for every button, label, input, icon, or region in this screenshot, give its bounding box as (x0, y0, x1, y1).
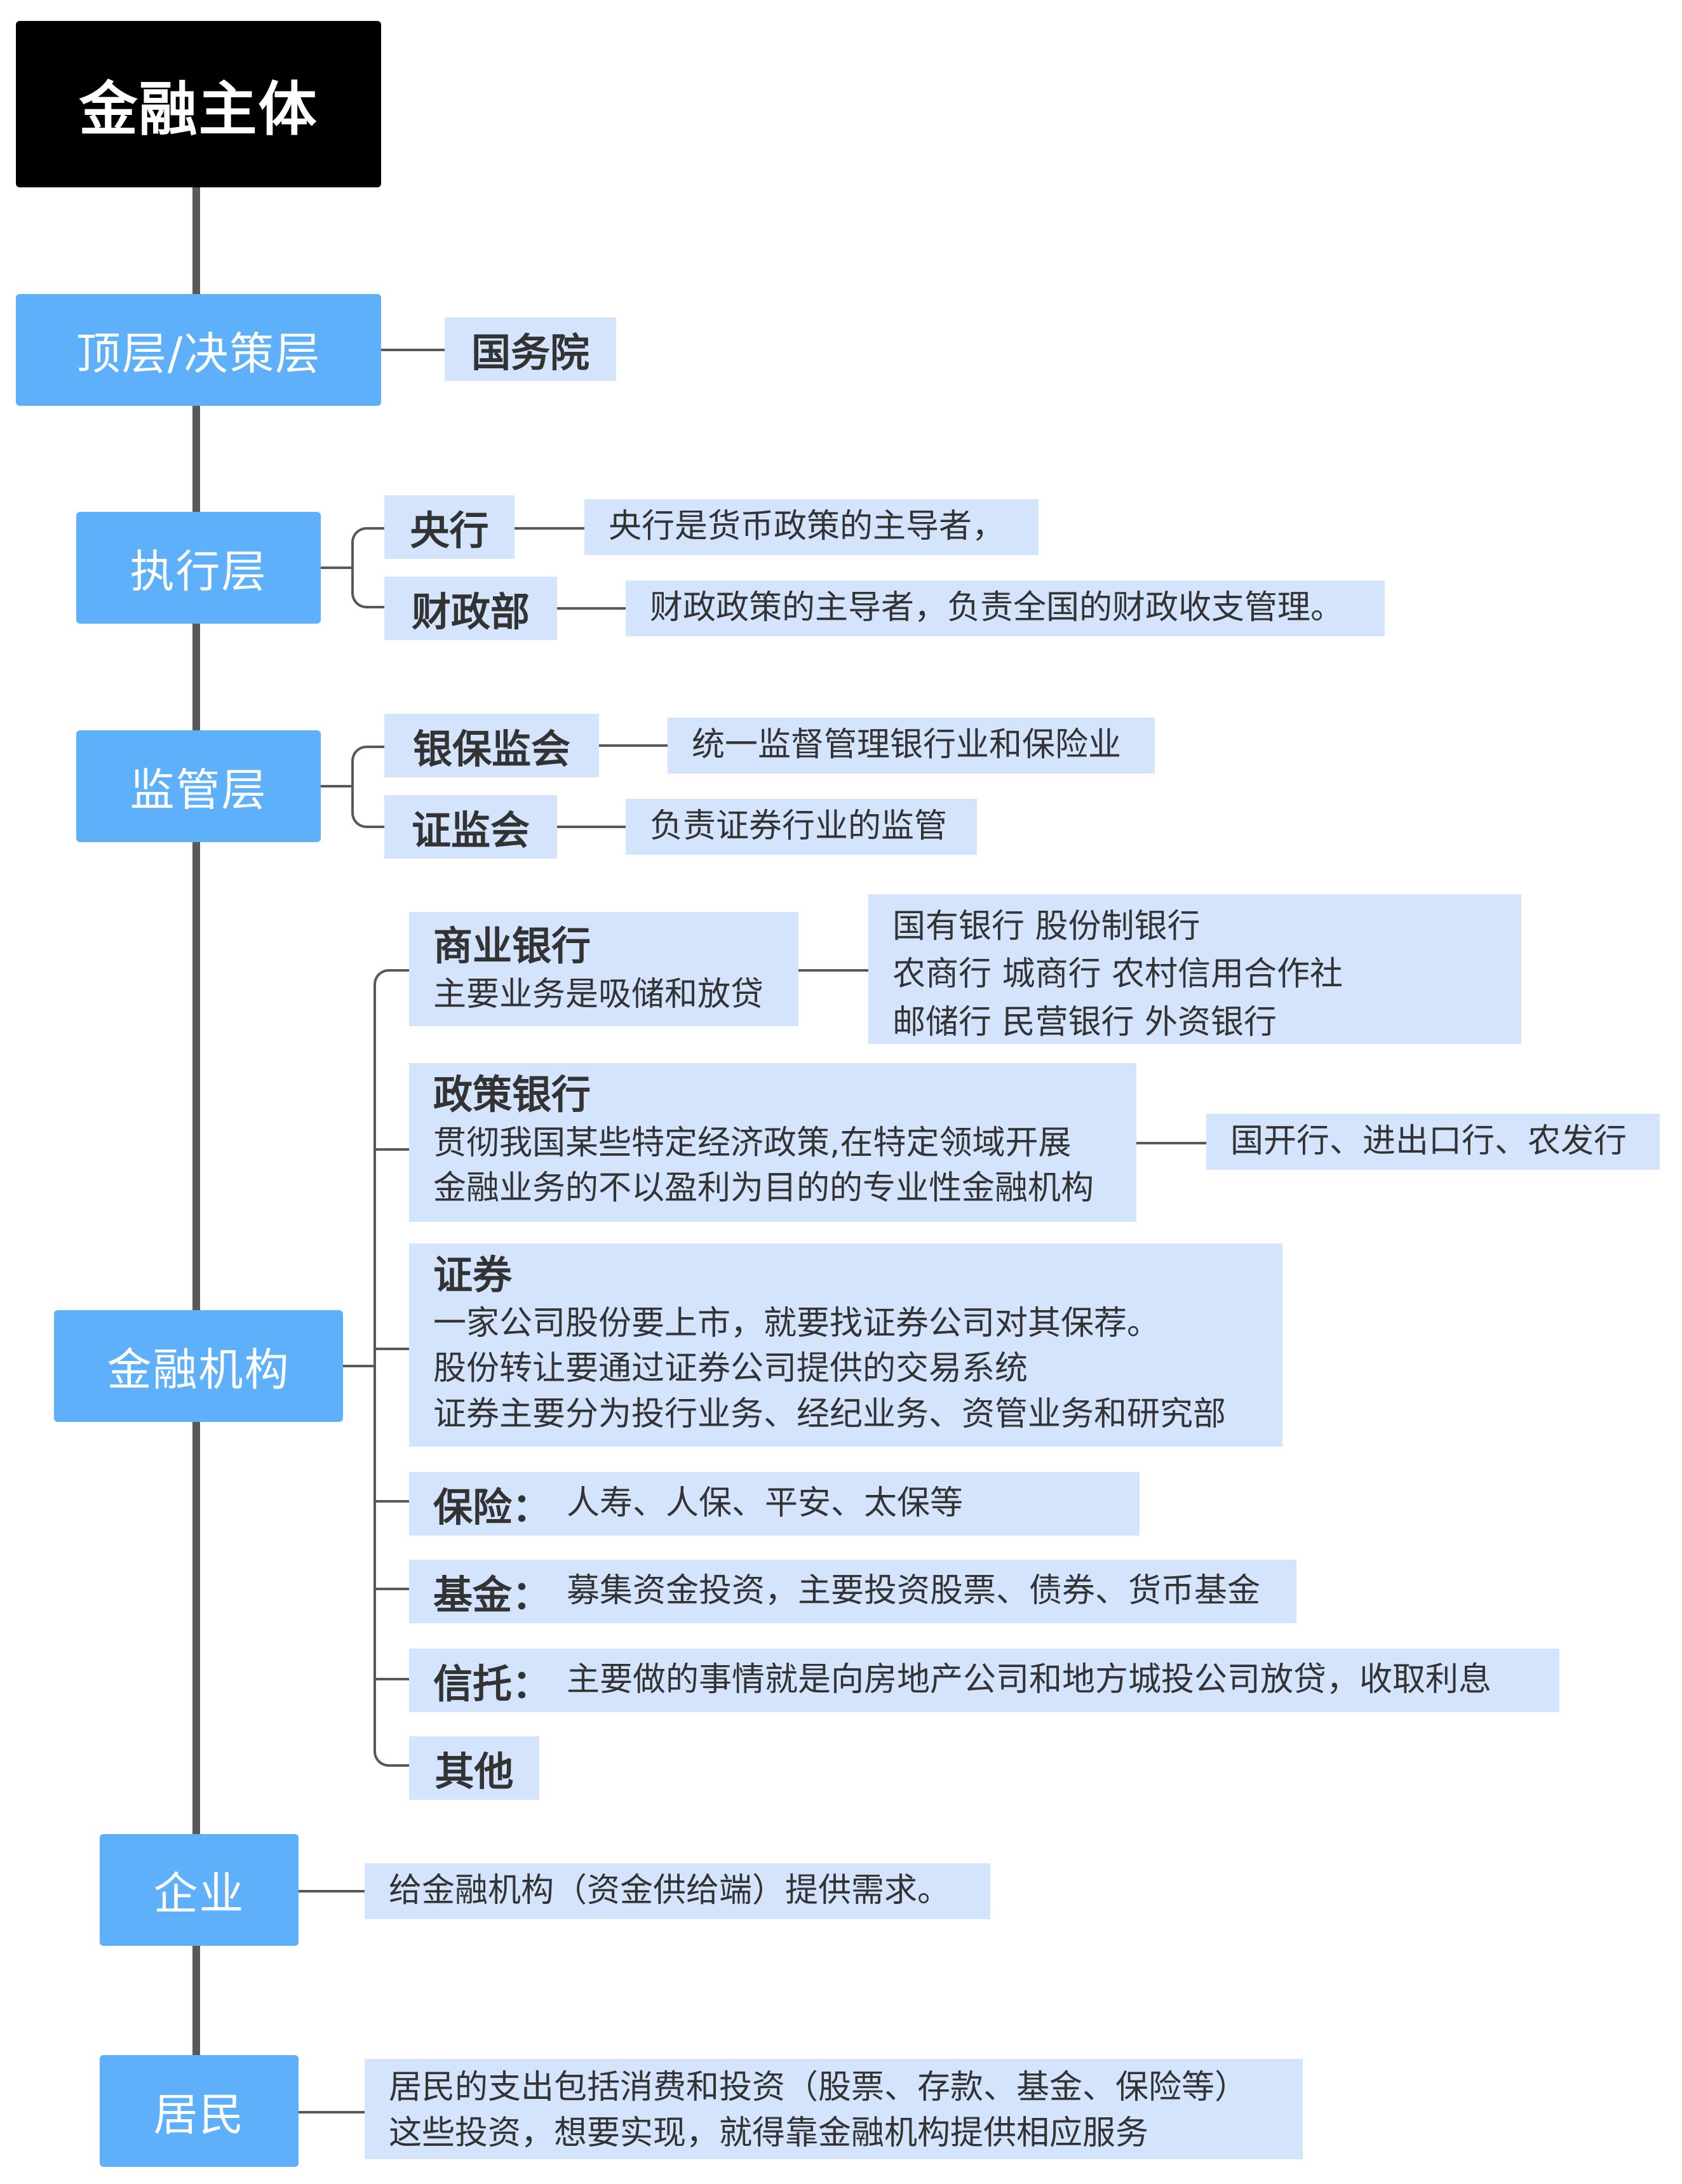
connector (343, 1365, 375, 1367)
exec-item-ministry-finance-desc: 财政政策的主导者，负责全国的财政收支管理。 (626, 580, 1385, 636)
bracket (373, 969, 410, 1767)
exec-item-central-bank-desc: 央行是货币政策的主导者， (584, 499, 1039, 555)
root-node: 金融主体 (16, 21, 381, 187)
inst-trust-title: 信托： (433, 1661, 552, 1707)
bracket-tick (373, 1148, 409, 1151)
level-residents: 居民 (100, 2055, 299, 2167)
inst-securities-title: 证券 (433, 1252, 513, 1298)
connector (299, 2111, 365, 2114)
connector (557, 826, 626, 828)
residents-desc-line: 这些投资，想要实现，就得靠金融机构提供相应服务 (389, 2114, 1149, 2152)
inst-insurance-title: 保险： (433, 1484, 552, 1531)
inst-trust-desc: 主要做的事情就是向房地产公司和地方城投公司放贷，收取利息 (567, 1661, 1492, 1699)
inst-commercial-bank-types: 国有银行 股份制银行 农商行 城商行 农村信用合作社 邮储行 民营银行 外资银行 (868, 894, 1521, 1044)
inst-securities-desc: 一家公司股份要上市，就要找证券公司对其保荐。 (433, 1304, 1161, 1343)
main-spine (192, 184, 200, 2159)
reg-item-cbirc: 银保监会 (384, 714, 599, 777)
connector (515, 527, 584, 530)
inst-commercial-bank-title: 商业银行 (433, 923, 591, 969)
inst-insurance-desc: 人寿、人保、平安、太保等 (567, 1484, 964, 1523)
connector (321, 566, 351, 569)
inst-fund: 基金： 募集资金投资，主要投资股票、债券、货币基金 (409, 1560, 1296, 1623)
inst-securities: 证券 一家公司股份要上市，就要找证券公司对其保荐。 股份转让要通过证券公司提供的… (409, 1243, 1282, 1447)
inst-policy-bank-desc: 贯彻我国某些特定经济政策,在特定领域开展 (433, 1123, 1072, 1162)
enterprise-desc: 给金融机构（资金供给端）提供需求。 (365, 1863, 990, 1919)
exec-item-central-bank: 央行 (384, 495, 515, 559)
inst-policy-bank-title: 政策银行 (433, 1071, 591, 1118)
connector (798, 969, 868, 972)
inst-policy-bank: 政策银行 贯彻我国某些特定经济政策,在特定领域开展 金融业务的不以盈利为目的的专… (409, 1063, 1136, 1222)
bracket-tick (373, 1678, 409, 1680)
reg-item-cbirc-desc: 统一监督管理银行业和保险业 (668, 718, 1155, 774)
bank-type-line: 农商行 城商行 农村信用合作社 (892, 955, 1343, 994)
connector (1136, 1142, 1206, 1144)
inst-fund-title: 基金： (433, 1572, 552, 1618)
bracket-tick (373, 1588, 409, 1590)
reg-item-csrc-desc: 负责证券行业的监管 (626, 799, 977, 855)
inst-securities-desc: 证券主要分为投行业务、经纪业务、资管业务和研究部 (433, 1395, 1227, 1434)
connector (557, 607, 626, 610)
residents-desc: 居民的支出包括消费和投资（股票、存款、基金、保险等） 这些投资，想要实现，就得靠… (365, 2059, 1303, 2159)
inst-securities-desc: 股份转让要通过证券公司提供的交易系统 (433, 1350, 1028, 1388)
top-item-state-council: 国务院 (445, 318, 616, 381)
connector (321, 785, 351, 787)
inst-policy-bank-list: 国开行、进出口行、农发行 (1206, 1114, 1660, 1170)
inst-commercial-bank-desc: 主要业务是吸储和放贷 (433, 975, 764, 1014)
level-enterprise: 企业 (100, 1834, 299, 1946)
level-executive: 执行层 (76, 512, 321, 624)
inst-commercial-bank: 商业银行 主要业务是吸储和放贷 (409, 912, 798, 1026)
reg-item-csrc: 证监会 (384, 795, 557, 859)
residents-desc-line: 居民的支出包括消费和投资（股票、存款、基金、保险等） (389, 2068, 1248, 2107)
inst-trust: 信托： 主要做的事情就是向房地产公司和地方城投公司放贷，收取利息 (409, 1649, 1559, 1712)
connector (381, 349, 445, 351)
inst-other-title: 其他 (434, 1748, 514, 1795)
inst-insurance: 保险： 人寿、人保、平安、太保等 (409, 1472, 1140, 1536)
bank-type-line: 国有银行 股份制银行 (892, 908, 1201, 946)
level-top: 顶层/决策层 (16, 294, 381, 406)
bracket-tick (373, 1500, 409, 1503)
bracket (351, 746, 384, 828)
level-institutions: 金融机构 (54, 1310, 343, 1422)
bracket (351, 527, 384, 608)
inst-policy-bank-desc: 金融业务的不以盈利为目的的专业性金融机构 (433, 1169, 1094, 1208)
connector (299, 1890, 365, 1893)
bank-type-line: 邮储行 民营银行 外资银行 (892, 1003, 1277, 1042)
level-regulatory: 监管层 (76, 730, 321, 842)
connector (599, 744, 668, 747)
inst-other: 其他 (409, 1736, 539, 1800)
bracket-tick (373, 1348, 409, 1350)
inst-fund-desc: 募集资金投资，主要投资股票、债券、货币基金 (567, 1572, 1261, 1611)
exec-item-ministry-finance: 财政部 (384, 577, 557, 640)
